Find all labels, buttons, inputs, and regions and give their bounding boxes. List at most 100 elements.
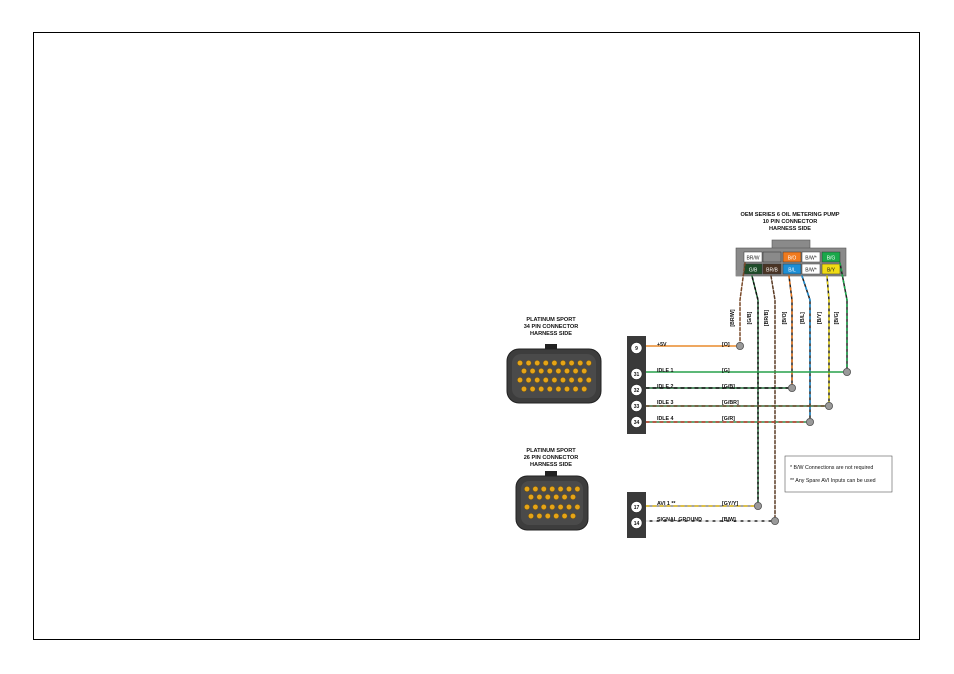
conn34-pin-1 [517, 360, 523, 366]
conn26-title-3: HARNESS SIDE [530, 462, 572, 468]
conn34-pin-6 [560, 360, 566, 366]
conn34-pin-4 [543, 360, 549, 366]
pin-code-31: [G] [722, 368, 730, 374]
conn34-pin-15 [564, 368, 570, 374]
conn34-title-2: 34 PIN CONNECTOR [524, 324, 579, 330]
pump-title-2: 10 PIN CONNECTOR [763, 219, 818, 225]
note-2: ** Any Spare AVI Inputs can be used [790, 478, 876, 484]
wire-br-b [770, 275, 776, 521]
wire-b-g [839, 262, 848, 373]
conn34-latch [545, 344, 557, 350]
pump-pin-bottom-4 [801, 263, 821, 275]
conn34-pin-26 [586, 377, 592, 383]
conn34-pin-17 [581, 368, 588, 374]
wire-b-l-stripe [801, 275, 811, 423]
conn26-pin-26 [570, 513, 576, 519]
wire-b-g-stripe [839, 262, 848, 373]
conn34-pin-12 [538, 368, 545, 374]
pin-number-17: 17 [634, 505, 640, 511]
conn26-title-1: PLATINUM SPORT [526, 448, 576, 454]
pump-title-3: HARNESS SIDE [769, 226, 811, 232]
conn26-pin-4 [549, 486, 556, 492]
conn34-pin-14 [555, 368, 562, 374]
conn26-pin-10 [545, 494, 551, 500]
conn34-pin-13 [547, 368, 553, 374]
conn34-pin-3 [534, 360, 541, 366]
pump-pin-bottom-5 [821, 263, 841, 275]
pump-pin-bottom-label-4: B/W* [805, 268, 816, 274]
pump-pin-bottom-label-5: B/Y [827, 268, 836, 274]
pin-name-34: IDLE 4 [657, 416, 674, 422]
conn34-pin-34 [581, 386, 588, 392]
conn26-pin-25 [561, 513, 568, 519]
wire-tag-b-o: [B/O] [782, 311, 788, 324]
pin-name-17: AVI 1 ** [657, 501, 676, 507]
conn34-pin-24 [568, 377, 575, 383]
conn26-pin-24 [553, 513, 560, 519]
wire-tags: [BR/W] [G/B] [BR/B] [B/O] [B/L] [B/Y] [B… [730, 309, 840, 327]
pump-pin-top-label-1: BR/W [746, 256, 759, 262]
wires [645, 262, 848, 522]
pin-number-34: 34 [634, 420, 640, 426]
wire-g-b [751, 275, 759, 506]
pump-pin-top-3 [782, 251, 802, 263]
splice-dot-pin33 [825, 401, 834, 410]
wire-tag-b-l: [B/L] [800, 312, 806, 324]
pump-pin-bottom-label-2: BR/B [766, 268, 778, 274]
splice-dot-pin34 [806, 417, 815, 426]
conn26-pin-8 [528, 494, 534, 500]
wire-tag-g-b: [G/B] [747, 311, 753, 324]
pin-code-34: [G/R] [722, 416, 735, 422]
conn34-pin-20 [534, 377, 541, 383]
pin-code-33: [G/BR] [722, 400, 739, 406]
wire-b-y-stripe [826, 275, 830, 407]
conn34-pin-21 [543, 377, 549, 383]
conn26-pin-6 [566, 486, 572, 492]
pin-name-33: IDLE 3 [657, 400, 674, 406]
conn26-pin-12 [561, 494, 568, 500]
pin-block-26 [627, 492, 646, 538]
pin-circle-33 [630, 400, 643, 412]
conn34-pin-18 [517, 377, 523, 383]
pin-circle-14 [630, 517, 643, 529]
pin-code-14: [B/W] [722, 517, 736, 523]
conn34-pin-30 [547, 386, 553, 392]
pump-pin-bottom-3 [782, 263, 802, 275]
conn34-title-1: PLATINUM SPORT [526, 317, 576, 323]
splice-dot-pin14 [771, 517, 780, 526]
conn26-pin-18 [557, 504, 564, 510]
conn34-pin-16 [572, 368, 579, 374]
conn34-pin-23 [560, 377, 566, 383]
conn26-pin-20 [574, 504, 581, 510]
conn26-latch [545, 471, 557, 477]
splice-dot-pin17 [754, 501, 763, 510]
pin-circle-9 [630, 342, 643, 354]
connector-26-pin [515, 471, 589, 531]
conn34-pin-25 [577, 377, 584, 383]
wire-tag-b-g: [B/G] [834, 311, 840, 324]
conn26-pin-7 [574, 486, 581, 492]
conn26-pin-19 [566, 504, 572, 510]
conn34-pin-2 [525, 360, 532, 366]
pump-pin-top-label-5: B/G [827, 256, 836, 262]
conn34-pin-32 [564, 386, 570, 392]
splice-dot-pin32 [788, 383, 797, 392]
wire-tag-br-w: [BR/W] [730, 309, 736, 327]
conn34-pin-8 [577, 360, 584, 366]
conn34-pin-27 [521, 386, 527, 392]
connector-34-pin [506, 344, 602, 404]
conn26-pin-23 [545, 513, 551, 519]
conn34-pin-11 [529, 368, 536, 374]
diagram-frame [33, 32, 920, 640]
conn34-title-3: HARNESS SIDE [530, 331, 572, 337]
pin-name-31: IDLE 1 [657, 368, 674, 374]
conn34-pin-5 [551, 360, 558, 366]
conn26-pin-22 [536, 513, 543, 519]
pin-code-32: [G/B] [722, 384, 735, 390]
conn26-pin-3 [541, 486, 547, 492]
conn26-pin-2 [532, 486, 539, 492]
pump-pin-top-5 [821, 251, 841, 263]
conn34-pin-7 [568, 360, 575, 366]
